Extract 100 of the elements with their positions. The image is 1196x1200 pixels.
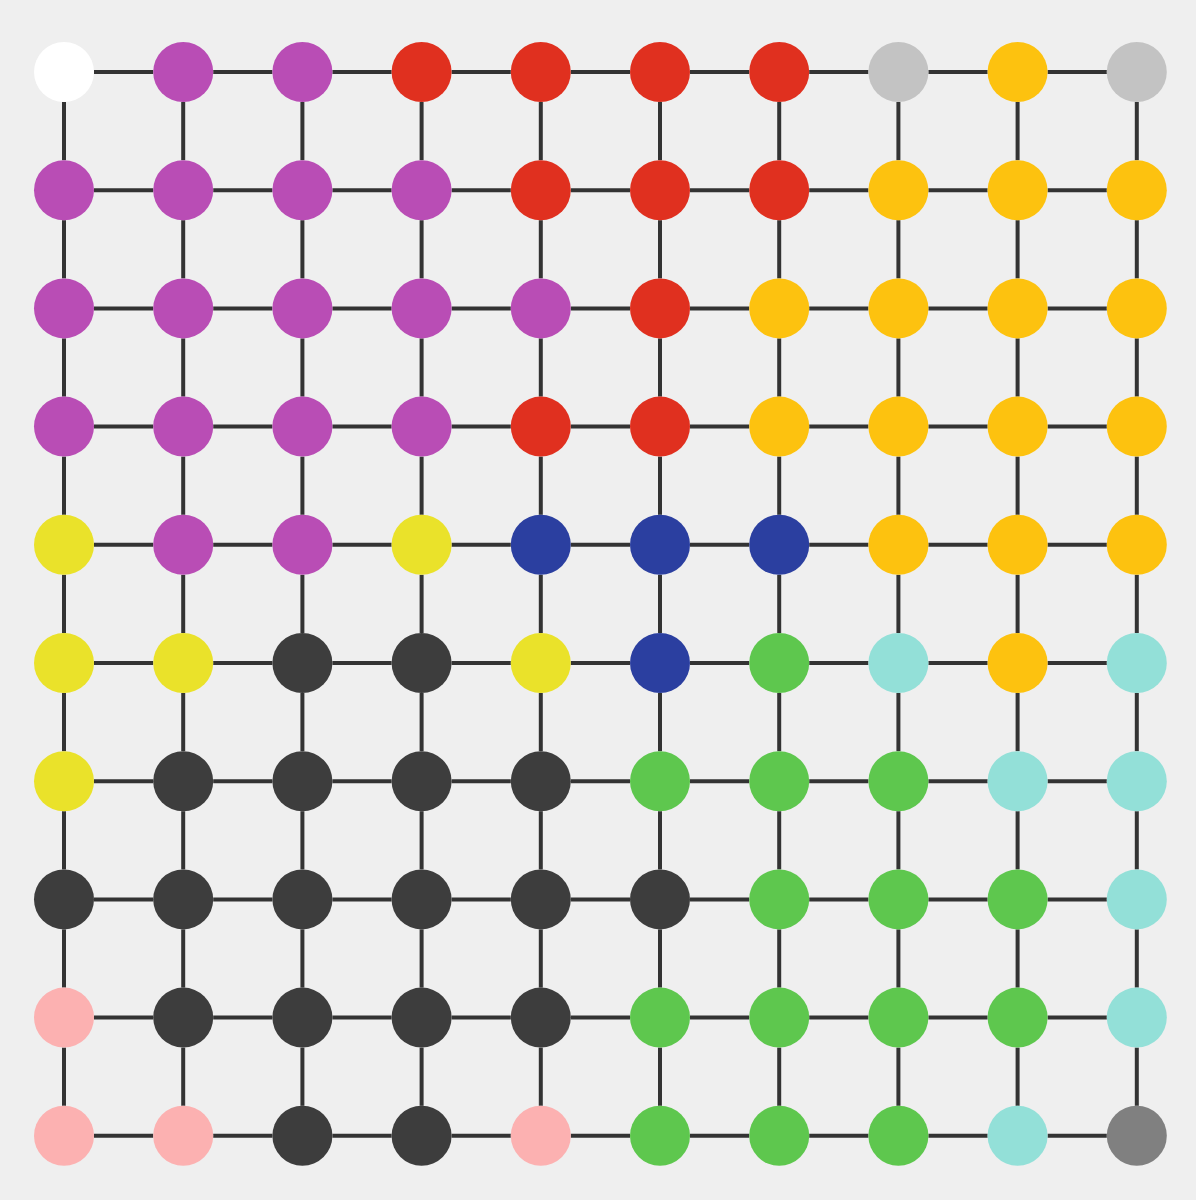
node-circle — [510, 396, 571, 457]
connector-line — [538, 811, 543, 870]
node-circle — [868, 160, 929, 221]
connector-line — [94, 188, 154, 193]
node-circle — [391, 633, 452, 693]
connector-line — [332, 424, 392, 429]
connector-line — [419, 929, 424, 988]
node-circle — [987, 633, 1048, 693]
connector-line — [690, 897, 750, 902]
connector-line — [181, 1047, 186, 1106]
connector-line — [62, 1047, 66, 1106]
connector-line — [690, 70, 750, 74]
node-circle — [1106, 1105, 1167, 1166]
connector-line — [1047, 779, 1107, 784]
connector-line — [809, 661, 869, 665]
connector-line — [451, 424, 511, 429]
connector-line — [300, 456, 305, 515]
connector-line — [62, 693, 66, 752]
connector-line — [658, 811, 662, 870]
connector-line — [570, 661, 630, 665]
node-circle — [391, 396, 452, 457]
node-circle — [391, 514, 452, 575]
node-circle — [987, 1105, 1048, 1166]
connector-line — [332, 779, 392, 784]
connector-line — [62, 102, 66, 161]
node-circle — [1106, 869, 1167, 930]
connector-line — [1047, 897, 1107, 902]
node-circle — [1106, 278, 1167, 339]
node-circle — [272, 1105, 333, 1166]
connector-line — [570, 1015, 630, 1020]
connector-line — [658, 456, 662, 515]
connector-line — [1134, 220, 1139, 279]
node-circle — [391, 987, 452, 1048]
node-circle — [272, 160, 333, 221]
connector-line — [300, 574, 305, 633]
connector-line — [332, 897, 392, 902]
node-circle — [510, 633, 571, 693]
connector-line — [896, 102, 901, 161]
node-circle — [391, 751, 452, 812]
connector-line — [1047, 661, 1107, 665]
connector-line — [809, 1015, 869, 1020]
connector-line — [538, 102, 543, 161]
connector-line — [658, 338, 662, 397]
node-circle — [749, 42, 810, 102]
node-circle — [1106, 160, 1167, 221]
connector-line — [94, 306, 154, 311]
node-circle — [153, 1105, 214, 1166]
node-circle — [510, 160, 571, 221]
node-circle — [1106, 633, 1167, 693]
connector-line — [419, 693, 424, 752]
connector-line — [1015, 1047, 1020, 1106]
node-circle — [153, 514, 214, 575]
connector-line — [1047, 1133, 1107, 1138]
connector-line — [181, 574, 186, 633]
node-circle — [34, 514, 94, 575]
connector-line — [451, 70, 511, 74]
node-circle — [868, 987, 929, 1048]
connector-line — [538, 1047, 543, 1106]
connector-line — [1047, 542, 1107, 547]
node-circle — [510, 987, 571, 1048]
connector-line — [1134, 929, 1139, 988]
connector-line — [1047, 306, 1107, 311]
node-circle — [34, 869, 94, 930]
connector-line — [538, 574, 543, 633]
connector-line — [1015, 929, 1020, 988]
connector-line — [62, 811, 66, 870]
connector-line — [928, 542, 988, 547]
connector-line — [62, 929, 66, 988]
connector-line — [1047, 188, 1107, 193]
connector-line — [928, 1133, 988, 1138]
connector-line — [928, 188, 988, 193]
connector-line — [1134, 811, 1139, 870]
node-circle — [987, 160, 1048, 221]
connector-line — [451, 188, 511, 193]
connector-line — [658, 929, 662, 988]
connector-line — [300, 1047, 305, 1106]
node-circle — [510, 514, 571, 575]
connector-line — [332, 661, 392, 665]
node-circle — [868, 396, 929, 457]
connector-line — [1015, 574, 1020, 633]
connector-line — [1015, 811, 1020, 870]
connector-line — [419, 811, 424, 870]
connector-line — [1015, 693, 1020, 752]
connector-line — [658, 220, 662, 279]
connector-line — [928, 70, 988, 74]
node-circle — [34, 396, 94, 457]
node-circle — [1106, 396, 1167, 457]
connector-line — [896, 929, 901, 988]
connector-line — [896, 338, 901, 397]
connector-line — [570, 779, 630, 784]
node-circle — [749, 514, 810, 575]
connector-line — [658, 102, 662, 161]
connector-line — [94, 1133, 154, 1138]
connector-line — [451, 1015, 511, 1020]
node-circle — [510, 1105, 571, 1166]
connector-line — [213, 897, 273, 902]
node-circle — [34, 278, 94, 339]
connector-line — [181, 811, 186, 870]
connector-line — [928, 424, 988, 429]
node-circle — [272, 42, 333, 102]
